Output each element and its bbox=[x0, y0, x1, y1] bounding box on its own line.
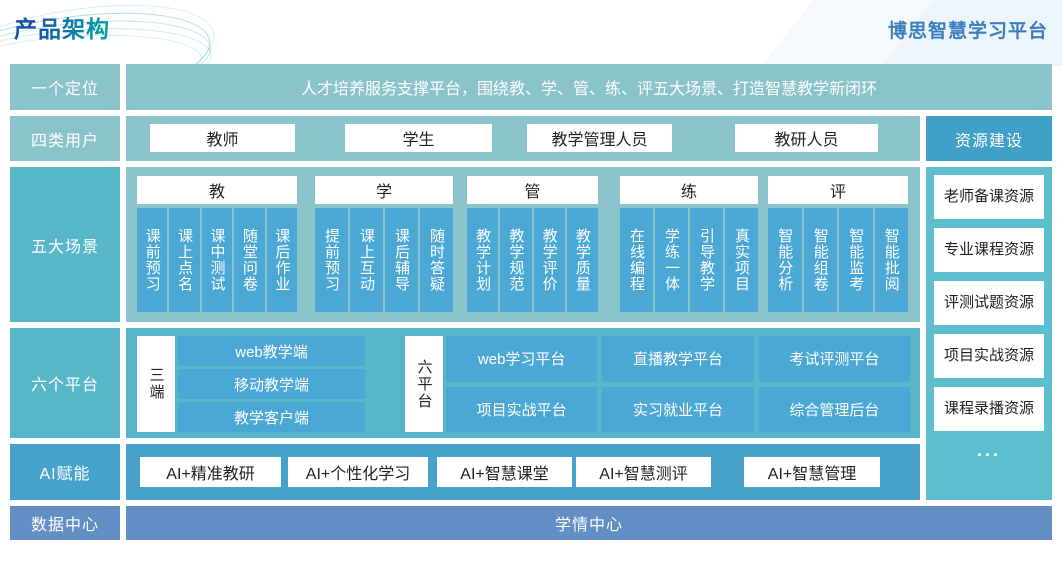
positioning-statement: 人才培养服务支撑平台，围绕教、学、管、练、评五大场景、打造智慧教学新闭环 bbox=[126, 64, 1052, 110]
scenario-item: 课上点名 bbox=[169, 208, 200, 312]
scenario-item: 课后作业 bbox=[266, 208, 298, 312]
scenario-item: 在线编程 bbox=[620, 208, 653, 312]
platform-cell: 项目实战平台 bbox=[446, 386, 598, 432]
row-label-ai: AI赋能 bbox=[10, 444, 120, 500]
scenario-item: 智能批阅 bbox=[874, 208, 908, 312]
scenario-group-title: 教 bbox=[137, 176, 297, 204]
scenario-item: 随堂问卷 bbox=[234, 208, 265, 312]
row-label-positioning: 一个定位 bbox=[10, 64, 120, 110]
resource-item: 课程录播资源 bbox=[934, 387, 1044, 431]
scenario-item: 学练一体 bbox=[655, 208, 688, 312]
scenario-item: 教学评价 bbox=[533, 208, 565, 312]
platform-title: 博思智慧学习平台 bbox=[887, 21, 1048, 42]
row-label-platforms: 六个平台 bbox=[10, 328, 120, 438]
scenario-item: 提前预习 bbox=[315, 208, 348, 312]
six-platforms-grid: web学习平台 直播教学平台 考试评测平台 项目实战平台 实习就业平台 综合管理… bbox=[446, 336, 910, 432]
scenario-item: 智能分析 bbox=[768, 208, 802, 312]
scenario-group-manage: 管 教学计划 教学规范 教学评价 教学质量 bbox=[467, 176, 598, 312]
user-box-researcher: 教研人员 bbox=[735, 124, 878, 152]
row-label-data-center: 数据中心 bbox=[10, 506, 120, 540]
resource-item: 专业课程资源 bbox=[934, 228, 1044, 272]
ai-box: AI+精准教研 bbox=[140, 457, 281, 487]
user-box-admin: 教学管理人员 bbox=[527, 124, 672, 152]
ai-box: AI+智慧管理 bbox=[744, 457, 880, 487]
scenario-item: 课上互动 bbox=[350, 208, 383, 312]
scenario-group-teach: 教 课前预习 课上点名 课中测试 随堂问卷 课后作业 bbox=[137, 176, 298, 312]
scenario-item: 智能监考 bbox=[839, 208, 873, 312]
scenario-group-title: 练 bbox=[620, 176, 758, 204]
ai-box: AI+智慧测评 bbox=[576, 457, 711, 487]
scenario-item: 随时答疑 bbox=[420, 208, 453, 312]
row-label-users: 四类用户 bbox=[10, 116, 120, 161]
six-platforms-title: 六平台 bbox=[405, 336, 443, 432]
scenario-item: 智能组卷 bbox=[803, 208, 837, 312]
platform-cell: 实习就业平台 bbox=[602, 386, 754, 432]
scenario-item: 真实项目 bbox=[725, 208, 758, 312]
sidebar-title: 资源建设 bbox=[926, 116, 1052, 161]
platform-cell: 综合管理后台 bbox=[758, 386, 910, 432]
scenario-item: 教学规范 bbox=[500, 208, 532, 312]
scenario-group-title: 管 bbox=[467, 176, 598, 204]
scenario-group-title: 评 bbox=[768, 176, 908, 204]
scenarios-row: 教 课前预习 课上点名 课中测试 随堂问卷 课后作业 学 提前预习 课上互动 课… bbox=[126, 167, 920, 322]
users-row: 教师 学生 教学管理人员 教研人员 bbox=[126, 116, 920, 161]
user-box-teacher: 教师 bbox=[150, 124, 295, 152]
scenario-group-evaluate: 评 智能分析 智能组卷 智能监考 智能批阅 bbox=[768, 176, 908, 312]
three-ends-stack: web教学端 移动教学端 教学客户端 bbox=[178, 336, 365, 432]
scenario-item: 课前预习 bbox=[137, 208, 168, 312]
platform-end: 教学客户端 bbox=[178, 402, 365, 432]
platforms-row: 三端 web教学端 移动教学端 教学客户端 六平台 web学习平台 直播教学平台… bbox=[126, 328, 920, 438]
scenario-group-learn: 学 提前预习 课上互动 课后辅导 随时答疑 bbox=[315, 176, 453, 312]
platform-end: web教学端 bbox=[178, 336, 365, 366]
scenario-item: 教学质量 bbox=[566, 208, 598, 312]
scenario-item: 引导教学 bbox=[690, 208, 723, 312]
data-center-bar: 学情中心 bbox=[126, 506, 1052, 540]
ai-box: AI+智慧课堂 bbox=[437, 457, 572, 487]
platform-end: 移动教学端 bbox=[178, 369, 365, 399]
resource-item: 评测试题资源 bbox=[934, 281, 1044, 325]
resource-item: 项目实战资源 bbox=[934, 334, 1044, 378]
scenario-group-title: 学 bbox=[315, 176, 453, 204]
ai-box: AI+个性化学习 bbox=[288, 457, 428, 487]
resource-more-ellipsis: ... bbox=[976, 440, 1001, 460]
platform-cell: 直播教学平台 bbox=[602, 336, 754, 382]
row-label-scenarios: 五大场景 bbox=[10, 167, 120, 322]
user-box-student: 学生 bbox=[345, 124, 492, 152]
scenario-item: 课中测试 bbox=[201, 208, 233, 312]
scenario-group-practice: 练 在线编程 学练一体 引导教学 真实项目 bbox=[620, 176, 758, 312]
scenario-item: 课后辅导 bbox=[385, 208, 418, 312]
page-title: 产品架构 bbox=[14, 10, 110, 44]
sidebar-resources: 老师备课资源 专业课程资源 评测试题资源 项目实战资源 课程录播资源 ... bbox=[926, 167, 1052, 500]
ai-row: AI+精准教研 AI+个性化学习 AI+智慧课堂 AI+智慧测评 AI+智慧管理 bbox=[126, 444, 920, 500]
platform-cell: 考试评测平台 bbox=[758, 336, 910, 382]
resource-item: 老师备课资源 bbox=[934, 175, 1044, 219]
scenario-item: 教学计划 bbox=[467, 208, 499, 312]
three-ends-title: 三端 bbox=[137, 336, 175, 432]
platform-cell: web学习平台 bbox=[446, 336, 598, 382]
